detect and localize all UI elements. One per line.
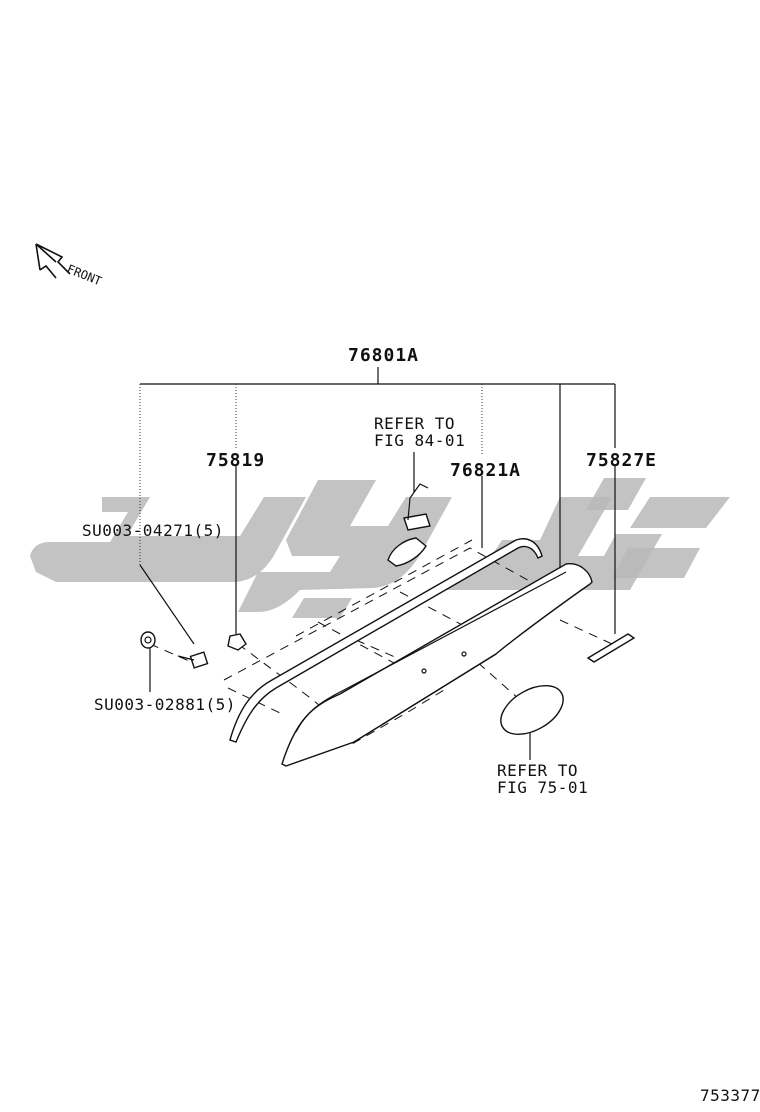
screw-part-number: SU003-04271(5) xyxy=(82,521,224,540)
assembly-bracket-line xyxy=(139,367,616,565)
moulding-part-number: 76821A xyxy=(450,460,521,481)
screw xyxy=(177,651,209,669)
refer-bottom-line2: FIG 75-01 xyxy=(497,778,588,797)
garnish-panel xyxy=(281,563,593,767)
panel-hole xyxy=(461,651,467,657)
leader-lines xyxy=(139,452,616,760)
seal-strip xyxy=(586,633,636,663)
emblem xyxy=(500,685,564,735)
refer-bottom-line1: REFER TO xyxy=(497,761,578,780)
nut xyxy=(140,631,156,649)
figure-id: 753377 xyxy=(700,1086,760,1105)
clip xyxy=(227,633,247,651)
refer-top-line1: REFER TO xyxy=(374,414,455,433)
front-arrow-icon xyxy=(35,243,71,279)
refer-top-line2: FIG 84-01 xyxy=(374,431,465,450)
panel-hole xyxy=(421,668,427,674)
nut-part-number: SU003-02881(5) xyxy=(94,695,236,714)
moulding-strip xyxy=(229,538,543,743)
clip-part-number: 75819 xyxy=(206,450,265,471)
seal-part-number: 75827E xyxy=(586,450,657,471)
lamp-socket xyxy=(387,483,431,567)
front-label: FRONT xyxy=(65,262,104,289)
assembly-part-number: 76801A xyxy=(348,345,419,366)
watermark-logo xyxy=(30,478,730,618)
